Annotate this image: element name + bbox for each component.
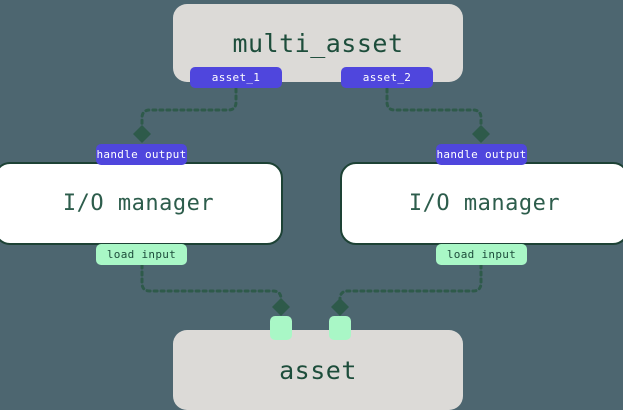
badge-asset-1[interactable]: asset_1	[190, 67, 282, 88]
badge-handle-output-left[interactable]: handle output	[96, 144, 187, 165]
node-io-manager-left[interactable]: I/O manager	[0, 162, 283, 245]
node-asset[interactable]: asset	[173, 330, 463, 410]
edge-loadinput-left-to-asset	[140, 263, 290, 316]
badge-asset-2[interactable]: asset_2	[341, 67, 433, 88]
badge-load-input-left[interactable]: load input	[96, 244, 187, 265]
badge-handle-output-left-label: handle output	[96, 148, 187, 161]
badge-asset-1-label: asset_1	[211, 71, 261, 84]
edge-loadinput-right-to-asset	[331, 263, 483, 316]
node-io-manager-right[interactable]: I/O manager	[340, 162, 623, 245]
node-multi-asset-label: multi_asset	[232, 28, 404, 58]
edge-asset2-to-handle-right	[385, 80, 490, 143]
node-io-manager-left-label: I/O manager	[62, 191, 215, 216]
edge-asset1-to-handle-left	[133, 80, 238, 143]
badge-asset-input-stub-left[interactable]	[270, 316, 292, 340]
node-io-manager-right-label: I/O manager	[408, 191, 561, 216]
badge-load-input-right-label: load input	[446, 248, 517, 261]
node-asset-label: asset	[279, 355, 357, 385]
badge-load-input-right[interactable]: load input	[436, 244, 527, 265]
badge-asset-2-label: asset_2	[362, 71, 412, 84]
badge-asset-input-stub-right[interactable]	[329, 316, 351, 340]
badge-handle-output-right-label: handle output	[436, 148, 527, 161]
badge-load-input-left-label: load input	[106, 248, 177, 261]
badge-handle-output-right[interactable]: handle output	[436, 144, 527, 165]
